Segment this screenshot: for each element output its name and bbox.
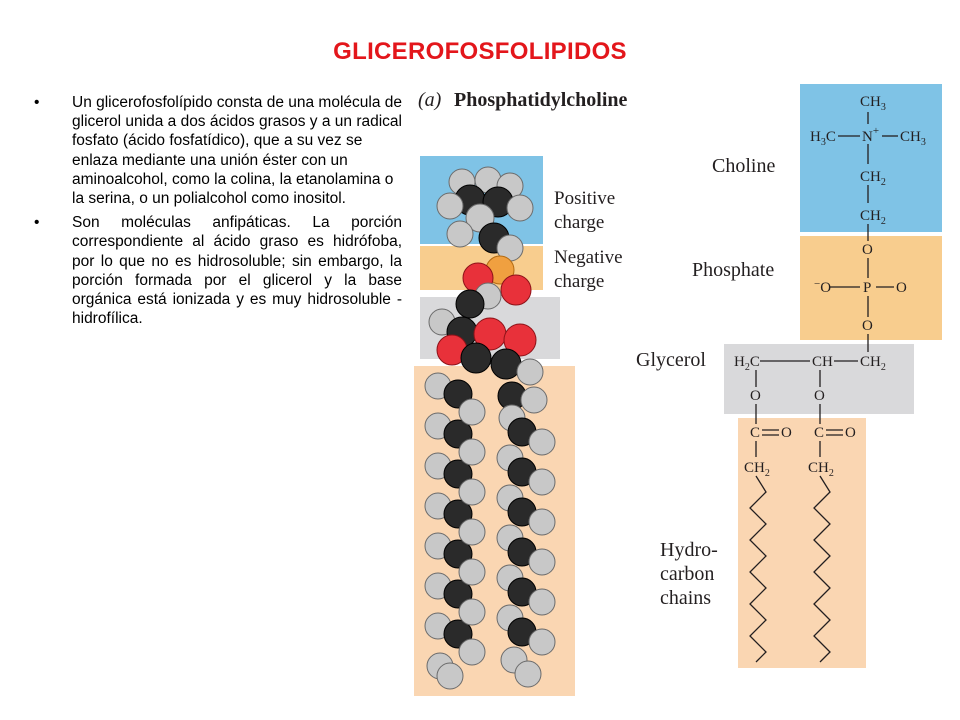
formula-atom: CH [812,354,833,370]
formula-atom: CH2 [808,460,834,479]
formula-atom: C [750,425,760,441]
positive-charge-label-line2: charge [554,212,604,233]
formula-atom: CH2 [744,460,770,479]
formula-atom: O [896,280,907,296]
region-labels: Choline Phosphate Glycerol Hydro- carbon… [636,155,775,609]
glycerol-label: Glycerol [636,349,706,371]
formula-atom: O [781,425,792,441]
formula-atom: −O [814,278,831,296]
phosphatidylcholine-figure: (a) Phosphatidylcholine [414,84,942,696]
charge-labels: Positive charge Negative charge [554,188,623,292]
hydrocarbon-chain-left [749,475,767,663]
negative-charge-label-line1: Negative [554,247,623,268]
positive-charge-label-line1: Positive [554,188,615,209]
negative-charge-label-line2: charge [554,271,604,292]
bullet-marker: • [34,214,40,232]
bullet-text: Son moléculas anfipáticas. La porción co… [72,214,402,328]
formula-atom: O [814,388,825,404]
formula-atom: H3C [810,129,836,148]
phosphate-label: Phosphate [692,259,774,281]
bullet-marker: • [34,94,40,111]
formula-atom: O [750,388,761,404]
choline-region [800,84,942,232]
formula-atom: O [862,318,873,334]
formula-atom: P [863,280,871,296]
formula-atom: CH2 [860,169,886,188]
formula-atom: CH2 [860,354,886,373]
bullet-list: • Un glicerofosfolípido consta de una mo… [34,93,402,333]
hydrocarbon-label-line2: carbon [660,563,714,585]
formula-atom: CH2 [860,208,886,227]
choline-atoms [436,166,534,262]
hydrocarbon-chain-right [813,475,831,663]
formula-atom: CH3 [900,129,926,148]
bullet-item: • Son moléculas anfipáticas. La porción … [34,213,402,328]
bullet-item: • Un glicerofosfolípido consta de una mo… [34,93,402,208]
panel-heading: (a) Phosphatidylcholine [418,89,628,111]
bullet-text: Un glicerofosfolípido consta de una molé… [72,94,403,208]
phosphate-atoms [455,255,532,319]
formula-atom: O [845,425,856,441]
panel-title: Phosphatidylcholine [454,89,628,111]
structural-formula: CH3 H3C N+ CH3 CH2 CH2 O −O P O O H2C CH… [734,94,926,479]
formula-atom: O [862,242,873,258]
formula-atom: CH3 [860,94,886,113]
panel-letter: (a) [418,89,442,111]
formula-atom: H2C [734,354,760,373]
hydrocarbon-label-line1: Hydro- [660,539,718,561]
formula-atom: C [814,425,824,441]
space-filling-model [424,166,556,690]
fatty-acid-chain-left [424,372,486,690]
formula-bonds [749,112,898,663]
page-title: GLICEROFOSFOLIPIDOS [333,38,627,65]
hydrocarbon-label-line3: chains [660,587,711,609]
glycerol-atoms [428,308,544,386]
phosphate-region [800,236,942,340]
hydrocarbon-region [738,418,866,668]
fatty-acid-chain-right [496,381,556,688]
choline-label: Choline [712,155,775,177]
